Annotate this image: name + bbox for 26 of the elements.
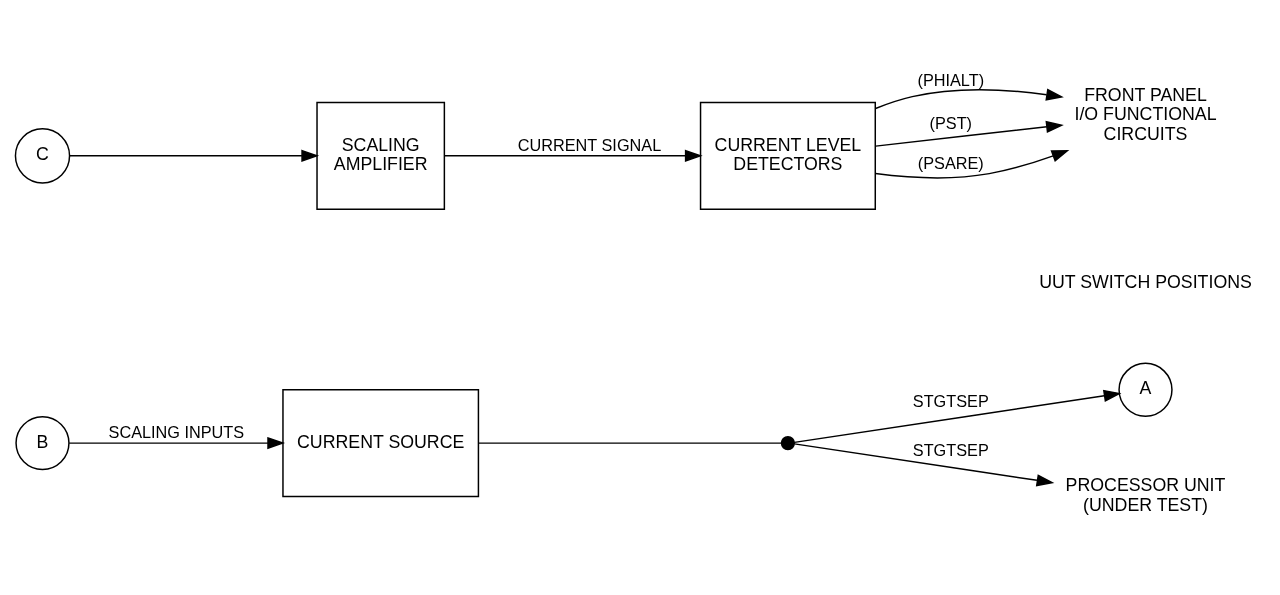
node-circle: C <box>14 127 71 184</box>
edge-label: SCALING INPUTS <box>108 422 245 441</box>
arrow <box>69 149 320 162</box>
arrow <box>443 149 703 162</box>
label: UUT SWITCH POSITIONS <box>1039 271 1252 292</box>
edge-label: STGTSEP <box>912 391 989 410</box>
arrow <box>874 120 1064 147</box>
node-circle: A <box>1118 362 1173 417</box>
node-box: CURRENT LEVEL DETECTORS <box>699 101 876 210</box>
arrow <box>874 149 1070 179</box>
edge-label: (PHIALT) <box>917 70 985 89</box>
connector <box>477 441 782 444</box>
node-dot <box>780 435 796 450</box>
edge-label: (PSARE) <box>917 153 984 172</box>
node-circle: B <box>15 415 70 470</box>
edge-label: STGTSEP <box>912 440 989 459</box>
arrow <box>68 436 286 449</box>
arrow <box>793 442 1055 486</box>
edge-label: CURRENT SIGNAL <box>517 135 662 154</box>
node-box: SCALING AMPLIFIER <box>316 101 446 210</box>
node-text: PROCESSOR UNIT (UNDER TEST) <box>1065 474 1226 515</box>
edge-label: (PST) <box>929 113 973 132</box>
node-text: FRONT PANEL I/O FUNCTIONAL CIRCUITS <box>1074 84 1217 144</box>
node-box: CURRENT SOURCE <box>282 388 480 497</box>
arrow <box>793 389 1122 443</box>
arrow <box>874 87 1064 109</box>
